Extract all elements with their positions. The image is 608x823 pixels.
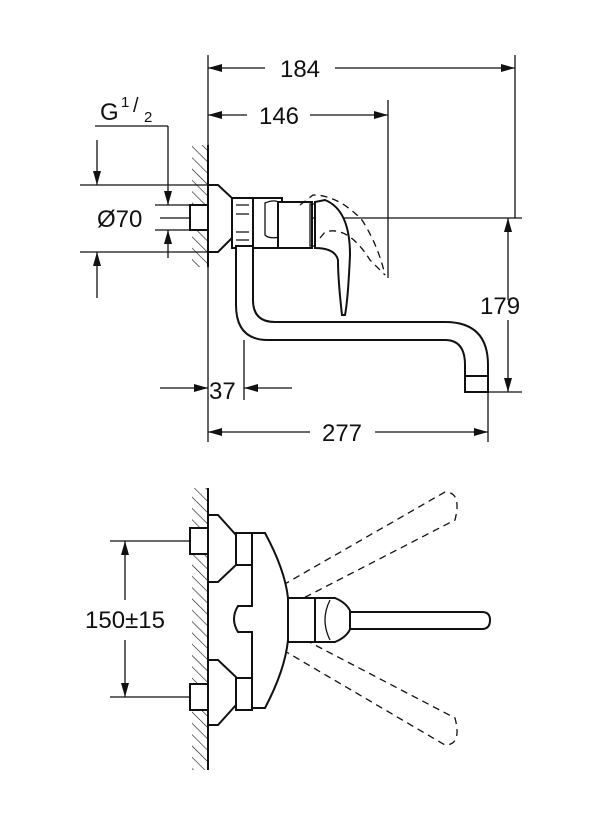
- thread-denominator: 2: [144, 109, 152, 126]
- escutcheon-lower: [207, 659, 237, 726]
- spout: [235, 245, 489, 379]
- inlet-connector-lower: [189, 683, 209, 711]
- cartridge-housing: [277, 201, 313, 249]
- escutcheon-upper: [207, 514, 237, 583]
- side-view: 184 146 G 1 / 2 Ø70: [80, 55, 522, 447]
- valve-body: [233, 532, 289, 709]
- dim-277-label: 277: [322, 420, 362, 447]
- lever-open-position: [299, 194, 386, 276]
- lever-hub: [314, 597, 354, 643]
- dim-146-label: 146: [259, 103, 299, 130]
- cartridge-housing: [287, 597, 316, 643]
- union-nut-upper: [235, 532, 253, 566]
- dim-37-label: 37: [209, 378, 236, 405]
- union-nut-lower: [235, 677, 253, 711]
- dim-150-label: 150±15: [85, 607, 165, 634]
- inlet-connector-upper: [189, 527, 209, 555]
- inlet-connector: [189, 204, 209, 231]
- aerator: [464, 375, 489, 393]
- lever-right-position: [282, 631, 458, 746]
- escutcheon: [207, 184, 233, 253]
- dim-184-label: 184: [280, 56, 320, 83]
- thread-slash: /: [133, 95, 139, 117]
- dim-diameter-label: Ø70: [97, 206, 142, 233]
- thread-label: G: [100, 99, 119, 126]
- top-view: 150±15: [85, 488, 492, 770]
- lever-handle: [314, 198, 352, 316]
- dim-179-label: 179: [480, 293, 520, 320]
- lever-left-position: [282, 491, 458, 606]
- lever-handle: [349, 611, 492, 630]
- thread-numerator: 1: [121, 94, 129, 111]
